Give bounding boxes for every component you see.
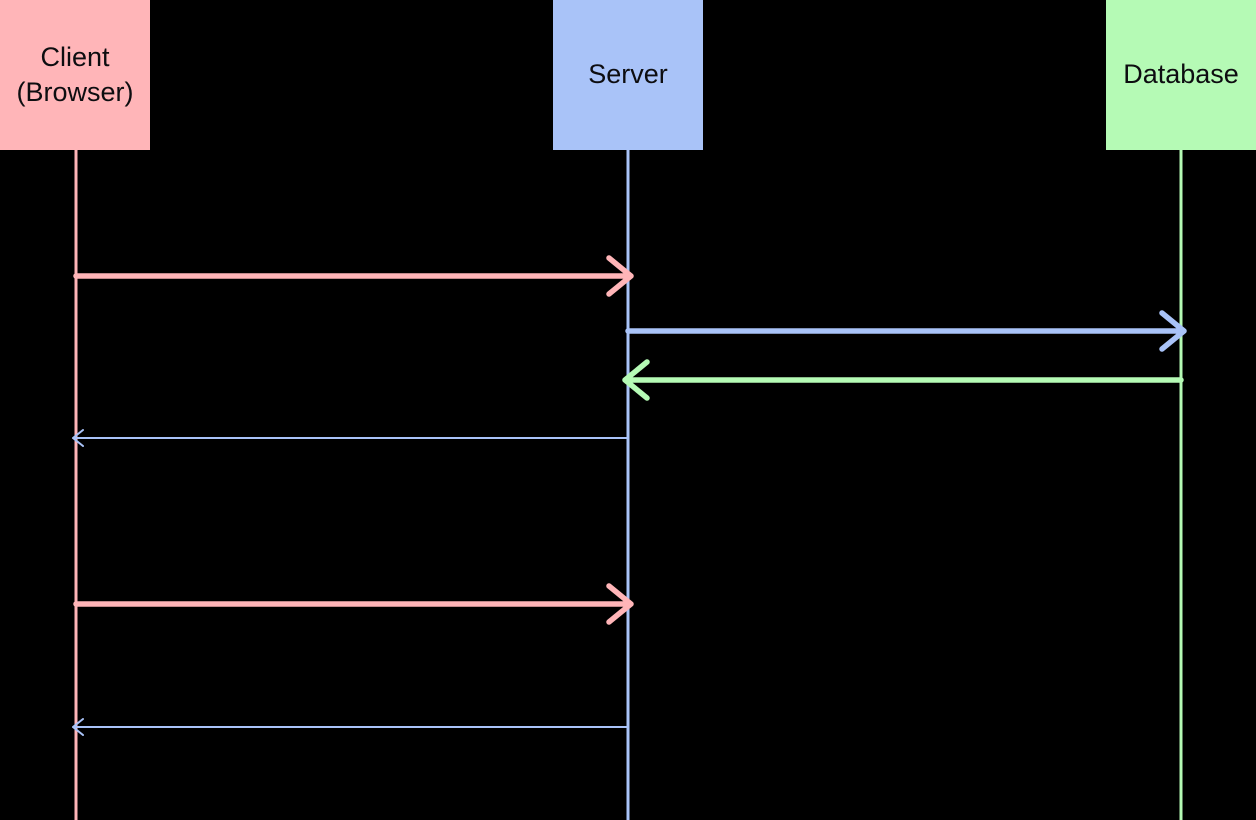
actor-client-label: Client (Browser) [16, 41, 134, 107]
message-arrow-2-server-to-database [625, 310, 1187, 352]
message-arrow-5-client-to-server [73, 583, 634, 625]
message-arrow-4-server-to-client [72, 429, 629, 447]
message-arrow-1-client-to-server [73, 255, 634, 297]
message-arrow-6-server-to-client [72, 718, 629, 736]
actor-server-label: Server [588, 59, 668, 90]
actor-client: Client (Browser) [0, 0, 150, 150]
actor-database-label: Database [1123, 59, 1239, 90]
message-arrow-3-database-to-server [622, 359, 1184, 401]
actor-server: Server [553, 0, 703, 150]
actor-database: Database [1106, 0, 1256, 150]
